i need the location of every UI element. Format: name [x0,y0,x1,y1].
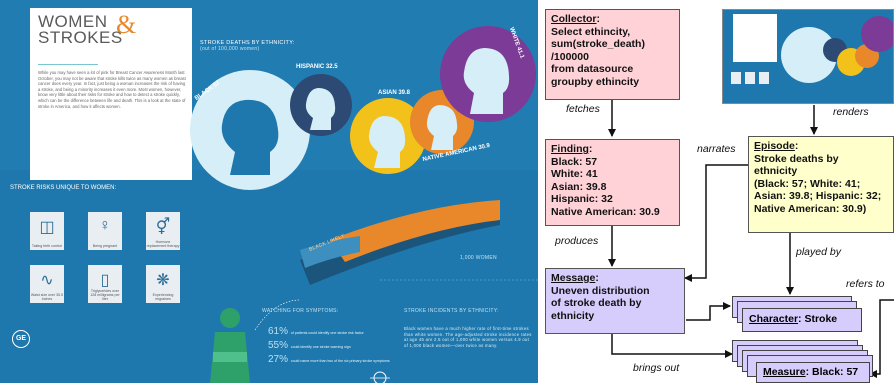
symptom-stat: 61% of patients could identify one strok… [268,326,364,337]
head-silhouette-icon [305,88,336,130]
symptom-stat: 55% could identify one stroke warning si… [268,340,351,351]
label-played-by: played by [796,246,841,258]
arc-orange [330,200,500,262]
ge-logo: GE [12,330,30,348]
head-silhouette-icon [463,48,510,114]
target-icon [370,371,390,383]
measure-box: Measure: Black: 57 [756,362,870,383]
vial-icon: ▯ [100,272,110,289]
deaths-heading: STROKE DEATHS BY ETHNICITY: (out of 100,… [200,40,295,52]
infographic-title: WOMEN STROKES [38,12,123,47]
infographic-thumbnail [722,9,894,104]
divider [38,64,98,65]
brain-icon: ❋ [156,272,170,289]
head-silhouette-icon [190,70,310,190]
thumbnail-image [723,10,893,103]
collector-box: Collector: Select ethincity, sum(stroke_… [545,9,680,100]
tape-icon: ∿ [40,272,54,289]
label-fetches: fetches [566,103,600,115]
bubble-black [190,70,310,190]
message-box: Message: Uneven distribution of stroke d… [545,268,685,334]
edge-brings-out [611,334,733,358]
incidents-heading: STROKE INCIDENTS BY ETHNICITY: [404,308,499,314]
risk-card-migraines: ❋ Experiencing migraines [146,265,180,303]
incidents-text: Black women have a much higher rate of f… [404,326,532,348]
intro-card: WOMEN STROKES & While you may have seen … [30,8,192,180]
edge-narrates [684,164,748,282]
label-produces: produces [555,235,599,247]
head-silhouette-icon [426,105,458,150]
risk-card-triglycerides: ▯ Triglycerides over 128 milligrams per … [88,265,122,303]
symptom-stat: 27% could name more than two of the six … [268,354,390,365]
woman-figure [210,308,250,383]
infographic-panel: WOMEN STROKES & While you may have seen … [0,0,538,383]
risk-card-pregnant: ♀ Being pregnant [88,212,122,250]
title-ampersand: & [116,10,137,39]
risks-heading: STROKE RISKS UNIQUE TO WOMEN: [10,185,117,191]
pregnant-icon: ♀ [99,217,111,234]
label-refers-to: refers to [846,278,885,290]
label-narrates: narrates [697,143,736,155]
head-silhouette-icon [368,116,406,168]
finding-box: Finding: Black: 57 White: 41 Asian: 39.8… [545,139,680,226]
edge-message-character [686,302,731,321]
arc-gap [300,236,360,268]
risk-card-hormone: ⚥ Hormone replacement therapy [146,212,180,250]
edge-refers-to [869,299,894,378]
bubble-label-hispanic: HISPANIC 32.5 [296,64,338,70]
symptoms-heading: WATCHING FOR SYMPTOMS: [262,308,339,314]
risk-card-birth-control: ◫ Taking birth control [30,212,64,250]
gender-icon: ⚥ [155,219,171,236]
episode-box: Episode: Stroke deaths by ethnicity (Bla… [748,136,894,233]
bubble-hispanic [290,74,352,136]
intro-text: While you may have seen a lot of pink fo… [38,70,186,109]
bubble-label-asian: ASIAN 39.8 [378,90,411,96]
character-box: Character: Stroke [742,308,862,332]
bubble-white [440,26,536,122]
label-renders: renders [833,106,869,118]
pill-icon: ◫ [39,219,55,236]
risk-card-waist: ∿ Waist size over 35.5 inches [30,265,64,303]
arc-label-women: 1,000 WOMEN [460,255,497,261]
label-brings-out: brings out [633,362,680,374]
